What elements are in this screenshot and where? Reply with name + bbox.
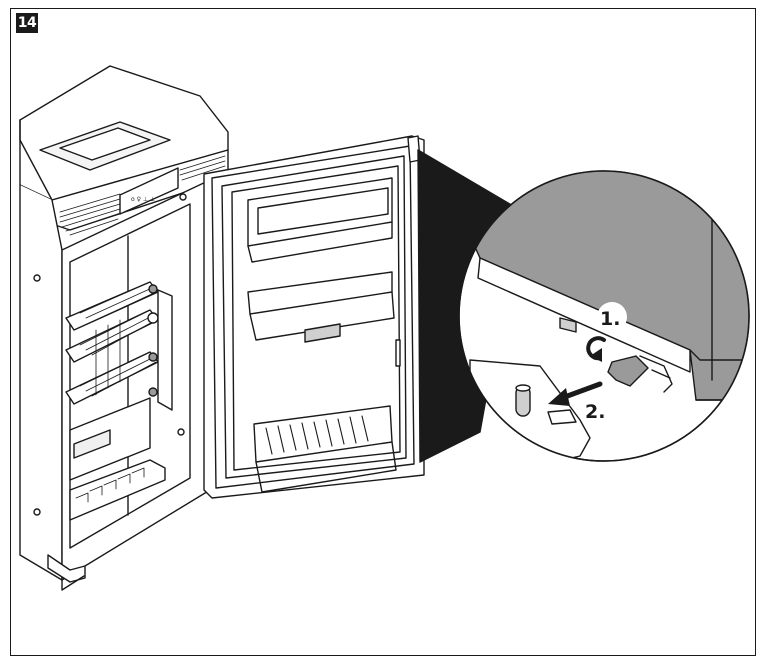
fridge-cabinet: o ♀ ⊥ ⊥ bbox=[20, 66, 228, 590]
step-1-label: 1. bbox=[600, 308, 620, 330]
step-2-label: 2. bbox=[585, 401, 605, 423]
open-door bbox=[204, 136, 424, 498]
svg-text:o ♀ ⊥ ⊥: o ♀ ⊥ ⊥ bbox=[131, 196, 155, 203]
